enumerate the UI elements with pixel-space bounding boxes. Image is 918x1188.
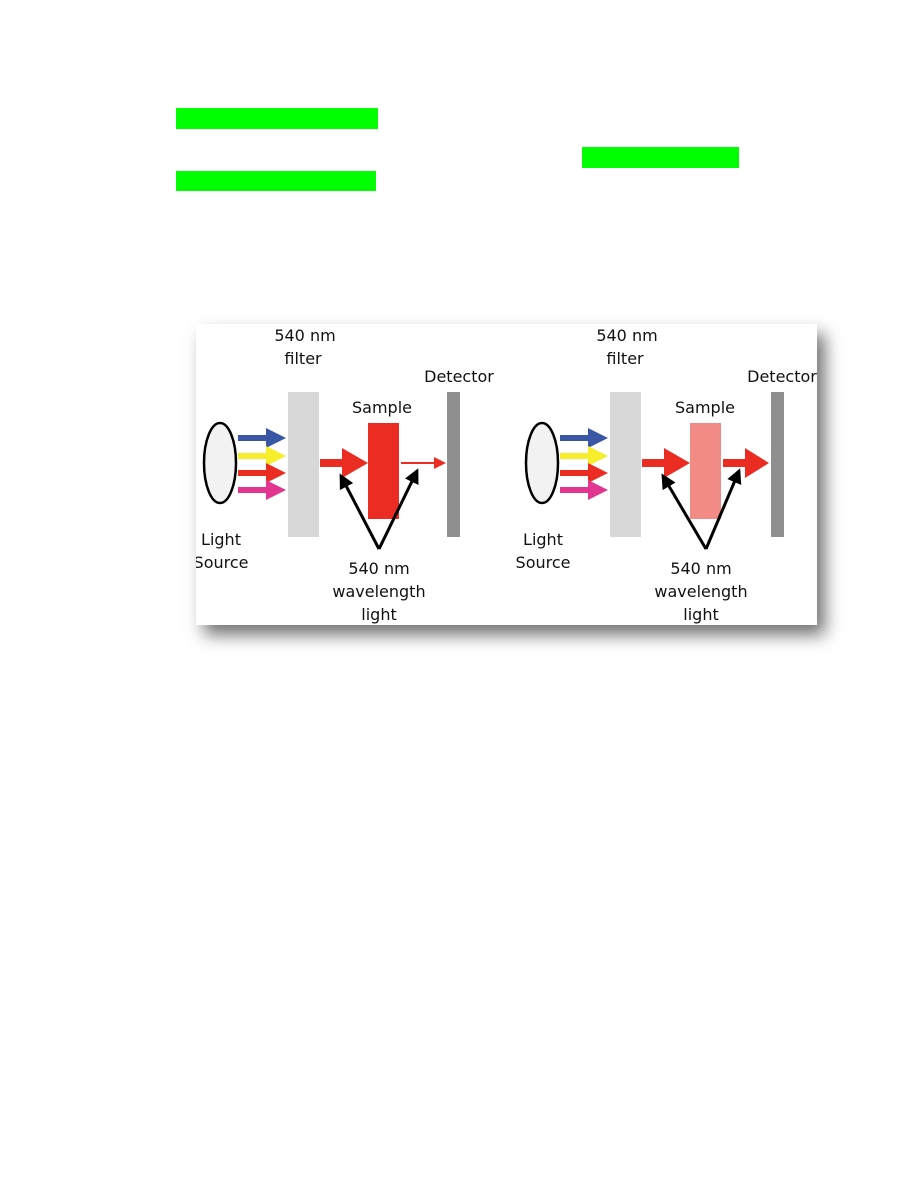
yellow-arrow (238, 446, 286, 466)
transmitted-light-arrow (723, 448, 769, 478)
magenta-arrow (560, 480, 608, 500)
blue-arrow (560, 428, 608, 448)
light-source-label-line1: Light (523, 530, 563, 549)
incoming-light-arrows (560, 428, 608, 500)
light-source-bulb (202, 421, 238, 505)
filtered-light-arrow (320, 448, 368, 478)
redacted-text-block-3 (176, 171, 376, 191)
filter-label-line1: 540 nm (274, 326, 335, 345)
wavelength-label-line1: 540 nm (348, 559, 409, 578)
panel-concentrated: 540 nm filter Detector Sample Light Sour… (196, 326, 494, 624)
filter (288, 392, 319, 537)
magenta-arrow (238, 480, 286, 500)
light-source-bulb (524, 421, 560, 505)
redacted-text-block-2 (582, 147, 739, 168)
blue-arrow (238, 428, 286, 448)
filter-label-line2: filter (284, 349, 322, 368)
sample-label: Sample (352, 398, 412, 417)
wavelength-label-line3: light (361, 605, 396, 624)
red-arrow (238, 463, 286, 483)
detector-label: Detector (424, 367, 494, 386)
wavelength-label-line3: light (683, 605, 718, 624)
detector-label: Detector (747, 367, 817, 386)
wavelength-pointer-arrows (661, 468, 742, 550)
filter-label-line2: filter (606, 349, 644, 368)
yellow-arrow (560, 446, 608, 466)
light-source-label-line1: Light (201, 530, 241, 549)
transmitted-light-arrow (401, 457, 446, 469)
sample-dilute (690, 423, 721, 519)
spectrophotometer-diagram: 540 nm filter Detector Sample Light Sour… (196, 324, 817, 625)
wavelength-label-line2: wavelength (654, 582, 747, 601)
detector (447, 392, 460, 537)
panel-dilute: 540 nm filter Detector Sample Light Sour… (516, 326, 817, 624)
detector (771, 392, 784, 537)
sample-concentrated (368, 423, 399, 519)
filter (610, 392, 641, 537)
wavelength-label-line1: 540 nm (670, 559, 731, 578)
wavelength-label-line2: wavelength (332, 582, 425, 601)
redacted-text-block-1 (176, 108, 378, 129)
sample-label: Sample (675, 398, 735, 417)
light-source-label-line2: Source (196, 553, 248, 572)
diagram-canvas: 540 nm filter Detector Sample Light Sour… (196, 326, 817, 624)
filter-label-line1: 540 nm (596, 326, 657, 345)
incoming-light-arrows (238, 428, 286, 500)
filtered-light-arrow (642, 448, 690, 478)
wavelength-pointer-arrows (339, 468, 419, 550)
red-arrow (560, 463, 608, 483)
light-source-label-line2: Source (516, 553, 571, 572)
